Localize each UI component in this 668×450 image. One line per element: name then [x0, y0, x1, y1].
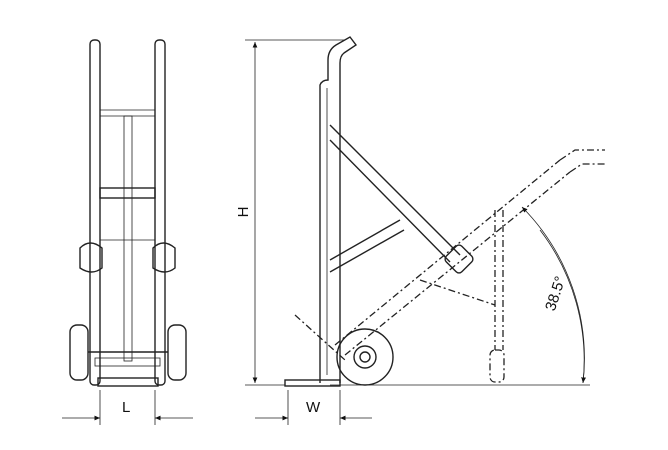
- wheel-right: [167, 324, 187, 381]
- width-dimension-label: W: [306, 399, 321, 416]
- length-dimension-label: L: [122, 399, 130, 416]
- wheel-left: [69, 324, 89, 381]
- tilt-angle-label: 38.5°: [542, 274, 569, 313]
- front-view: L: [62, 39, 193, 425]
- wheel-hub-left: [79, 242, 103, 273]
- height-dimension-label: H: [235, 207, 252, 218]
- side-view: H W 38.5°: [235, 36, 605, 425]
- wheel-hub-right: [152, 242, 176, 273]
- wheel: [336, 328, 394, 386]
- base-plate: [284, 379, 341, 387]
